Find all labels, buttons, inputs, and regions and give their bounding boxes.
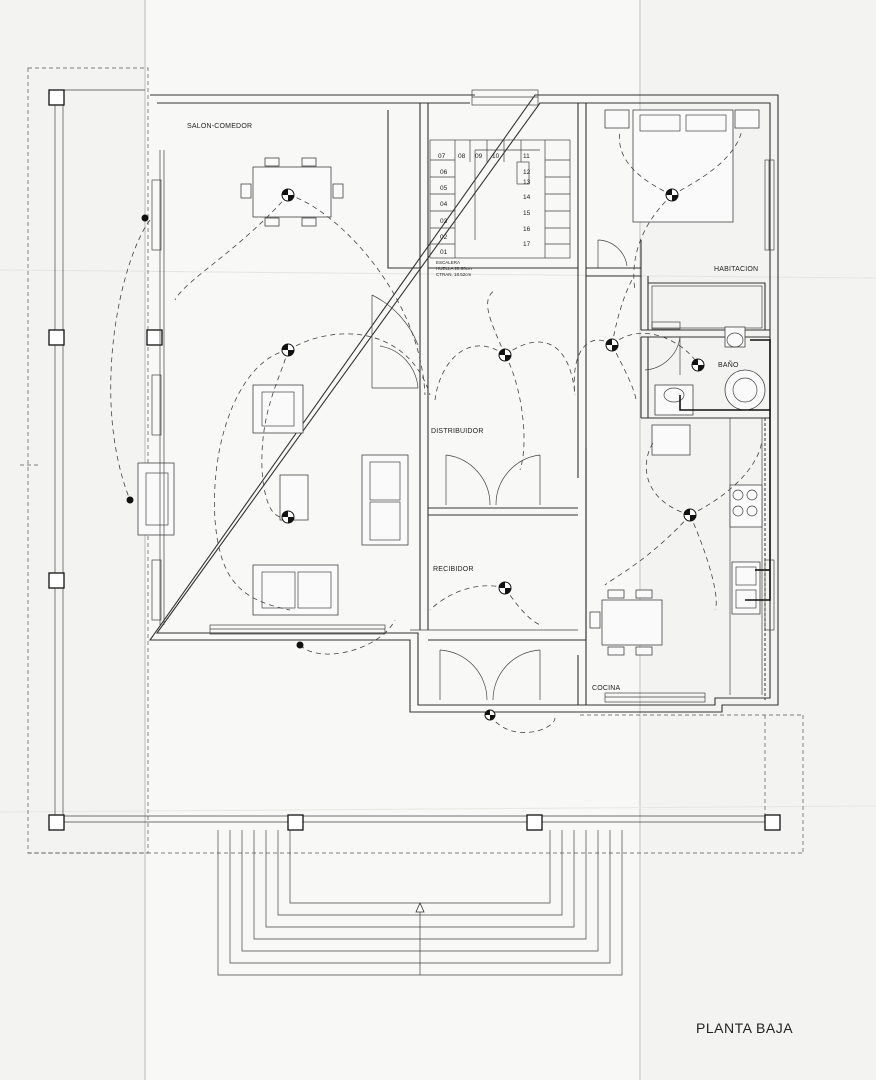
stair-step: 16 (523, 226, 531, 233)
ceiling-light-icon (484, 709, 496, 721)
electrical-circuits (110, 129, 763, 733)
room-label-distribuidor: DISTRIBUIDOR (431, 428, 484, 435)
stair-step: 09 (475, 153, 483, 160)
furniture (240, 109, 766, 695)
wall-light-icon (126, 496, 134, 504)
ceiling-light-icon (281, 188, 295, 202)
ceiling-light-icon (281, 510, 295, 524)
stair-note: HUELLA 28.00cm (436, 266, 472, 271)
stair-step: 17 (523, 241, 531, 248)
plumbing (679, 339, 771, 700)
wall-light-icon (296, 641, 304, 649)
stair-step: 06 (440, 169, 448, 176)
front-steps (217, 830, 623, 976)
interior-walls (387, 103, 770, 705)
stair-step: 15 (523, 210, 531, 217)
room-label-recibidor: RECIBIDOR (433, 566, 474, 573)
ceiling-light-icon (665, 188, 679, 202)
stair-step: 04 (440, 201, 448, 208)
room-label-salon-comedor: SALON-COMEDOR (187, 123, 252, 130)
room-labels: SALON-COMEDOR HABITACION BAÑO DISTRIBUID… (187, 123, 758, 692)
stair-step: 05 (440, 185, 448, 192)
plan-title: PLANTA BAJA (696, 1020, 793, 1036)
stair-step: 12 (523, 169, 531, 176)
stair-step: 10 (492, 153, 500, 160)
doors (371, 239, 681, 701)
stair-step: 08 (458, 153, 466, 160)
room-label-habitacion: HABITACION (714, 266, 758, 273)
light-fixtures (126, 188, 705, 721)
columns (48, 89, 781, 831)
ceiling-light-icon (683, 508, 697, 522)
stair-step: 01 (440, 249, 448, 256)
ceiling-light-icon (498, 348, 512, 362)
ceiling-light-icon (605, 338, 619, 352)
ceiling-light-icon (281, 343, 295, 357)
stair-step: 13 (523, 179, 531, 186)
ceiling-light-icon (691, 358, 705, 372)
stair-step: 14 (523, 194, 531, 201)
wall-light-icon (141, 214, 149, 222)
room-label-bano: BAÑO (718, 360, 739, 369)
outer-walls (137, 89, 779, 713)
stair-step: 11 (523, 153, 530, 160)
stair-step: 07 (438, 153, 446, 160)
stairs: 08 09 10 07 06 05 04 03 02 01 11 12 13 1… (429, 139, 571, 277)
stair-note: CTRAN. 18.52cm (436, 272, 472, 277)
room-label-cocina: COCINA (592, 685, 621, 692)
ceiling-light-icon (498, 581, 512, 595)
porch-outline (20, 67, 804, 854)
stair-step: 03 (440, 218, 448, 225)
stair-step: 02 (440, 234, 448, 241)
stair-note: ESCALERA (436, 260, 460, 265)
